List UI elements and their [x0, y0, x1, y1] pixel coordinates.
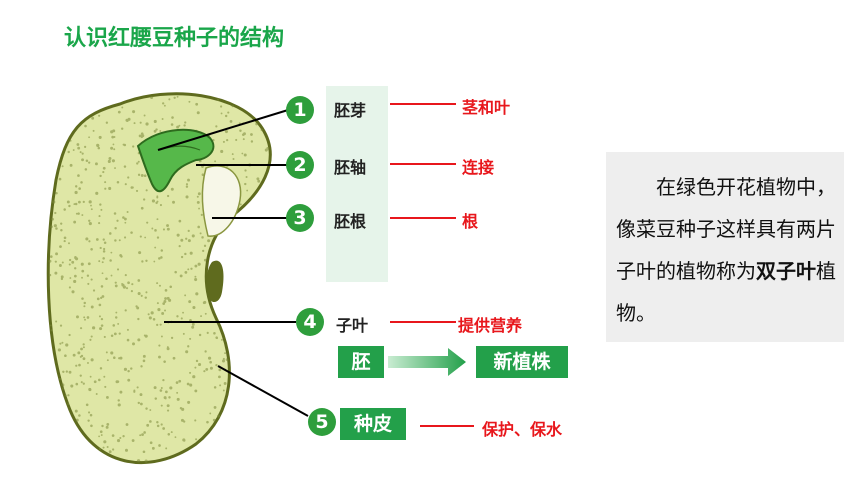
page-title: 认识红腰豆种子的结构: [64, 26, 285, 51]
badge-3: 3: [286, 204, 314, 232]
label-panel: [326, 86, 388, 282]
embryo-box: 胚: [338, 346, 384, 378]
part-plumule: 胚芽: [334, 101, 367, 120]
badge-1: 1: [286, 96, 314, 124]
part-radicle: 胚根: [334, 212, 367, 231]
badge-4: 4: [296, 308, 324, 336]
function-cotyledon: 提供营养: [458, 316, 523, 335]
function-seed-coat: 保护、保水: [482, 420, 563, 439]
arrow-icon: [388, 348, 466, 376]
info-bold: 双子叶: [756, 259, 816, 283]
badge-2: 2: [286, 151, 314, 179]
function-hypocotyl: 连接: [462, 158, 495, 177]
part-cotyledon: 子叶: [336, 316, 369, 335]
part-hypocotyl: 胚轴: [334, 158, 367, 177]
info-box: 在绿色开花植物中，像菜豆种子这样具有两片子叶的植物称为双子叶植物。: [606, 152, 844, 342]
new-plant-box: 新植株: [476, 346, 568, 378]
hilum: [206, 260, 224, 303]
plumule: [136, 128, 215, 193]
part-seed-coat: 种皮: [340, 408, 406, 440]
info-text: 在绿色开花植物中，像菜豆种子这样具有两片子叶的植物称为: [616, 175, 836, 283]
info-tail: 植物。: [616, 259, 836, 325]
radicle-area: [201, 165, 242, 237]
badge-5: 5: [308, 408, 336, 436]
function-plumule: 茎和叶: [462, 98, 511, 117]
function-radicle: 根: [462, 212, 479, 231]
